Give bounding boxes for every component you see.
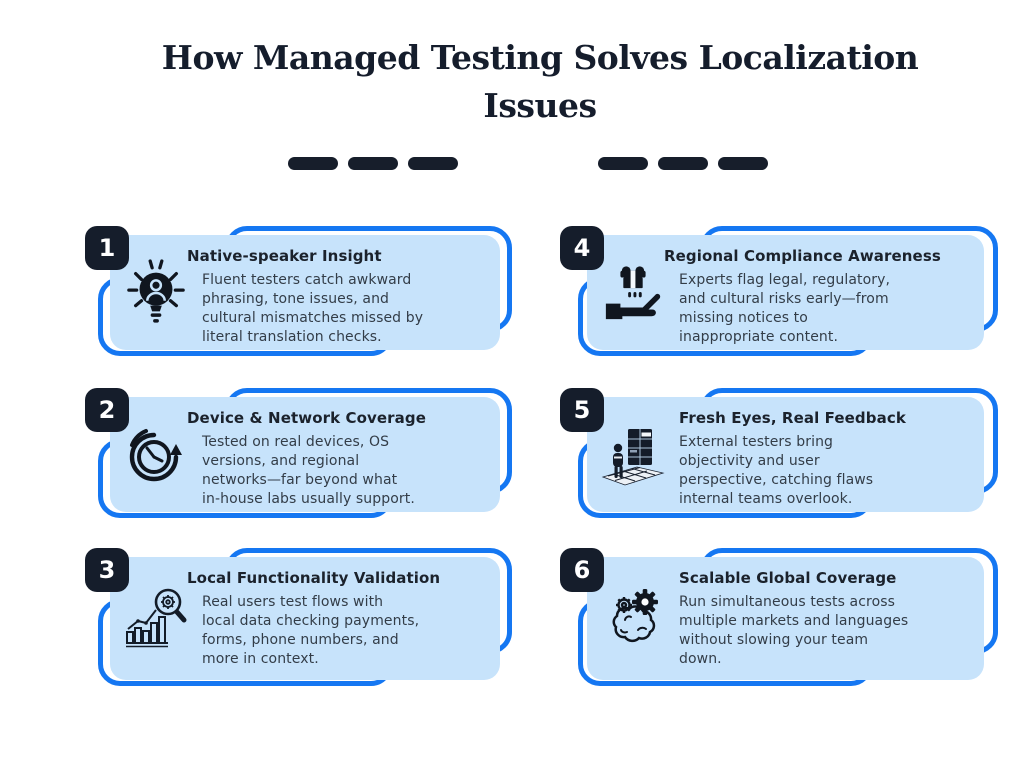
clock-refresh-icon xyxy=(110,397,202,512)
page-title: How Managed Testing Solves Localization … xyxy=(161,38,919,125)
step-number-badge: 1 xyxy=(85,226,129,270)
card-surface: Scalable Global Coverage Run simultaneou… xyxy=(587,557,984,680)
divider-dash-group xyxy=(598,157,768,170)
card-title: Regional Compliance Awareness xyxy=(664,247,941,265)
divider-dash xyxy=(408,157,458,170)
divider-dash xyxy=(718,157,768,170)
card-regional-compliance-awareness: 4 Regional Compliance Awareness Experts … xyxy=(560,226,998,356)
card-body: Run simultaneous tests across multiple m… xyxy=(679,594,909,667)
card-title: Device & Network Coverage xyxy=(187,409,426,427)
card-body: External testers bring objectivity and u… xyxy=(679,434,874,507)
card-title: Local Functionality Validation xyxy=(187,569,441,587)
search-analytics-icon xyxy=(110,557,202,680)
card-body: Fluent testers catch awkward phrasing, t… xyxy=(202,272,424,345)
card-body: Experts flag legal, regulatory, and cult… xyxy=(679,272,891,345)
card-scalable-global-coverage: 6 xyxy=(560,548,998,686)
card-body: Tested on real devices, OS versions, and… xyxy=(202,434,415,507)
lightbulb-person-icon xyxy=(110,235,202,350)
card-text: Local Functionality Validation Real user… xyxy=(187,557,500,680)
card-native-speaker-insight: 1 Native xyxy=(85,226,512,356)
step-number-badge: 4 xyxy=(560,226,604,270)
card-local-functionality-validation: 3 xyxy=(85,548,512,686)
divider-dash xyxy=(598,157,648,170)
card-fresh-eyes-real-feedback: 5 xyxy=(560,388,998,518)
card-body: Real users test flows with local data ch… xyxy=(202,594,420,667)
card-surface: Device & Network Coverage Tested on real… xyxy=(110,397,500,512)
card-text: Device & Network Coverage Tested on real… xyxy=(187,397,500,512)
divider-dash-group xyxy=(288,157,458,170)
divider-dash xyxy=(288,157,338,170)
card-surface: Native-speaker Insight Fluent testers ca… xyxy=(110,235,500,350)
step-number-badge: 6 xyxy=(560,548,604,592)
card-surface: Regional Compliance Awareness Experts fl… xyxy=(587,235,984,350)
step-number-badge: 3 xyxy=(85,548,129,592)
card-text: Scalable Global Coverage Run simultaneou… xyxy=(679,557,984,680)
card-title: Scalable Global Coverage xyxy=(679,569,897,587)
card-text: Fresh Eyes, Real Feedback External teste… xyxy=(679,397,984,512)
card-surface: Fresh Eyes, Real Feedback External teste… xyxy=(587,397,984,512)
card-title: Native-speaker Insight xyxy=(187,247,382,265)
card-device-network-coverage: 2 Device & Network Coverage Tested on re… xyxy=(85,388,512,518)
divider-dash xyxy=(658,157,708,170)
card-text: Regional Compliance Awareness Experts fl… xyxy=(664,235,984,350)
card-text: Native-speaker Insight Fluent testers ca… xyxy=(187,235,500,350)
step-number-badge: 2 xyxy=(85,388,129,432)
divider-dash xyxy=(348,157,398,170)
hand-gift-icon xyxy=(587,235,679,350)
card-surface: Local Functionality Validation Real user… xyxy=(110,557,500,680)
brain-gears-icon xyxy=(587,557,679,680)
person-board-icon xyxy=(587,397,679,512)
title-divider xyxy=(288,157,768,170)
card-title: Fresh Eyes, Real Feedback xyxy=(679,409,906,427)
step-number-badge: 5 xyxy=(560,388,604,432)
